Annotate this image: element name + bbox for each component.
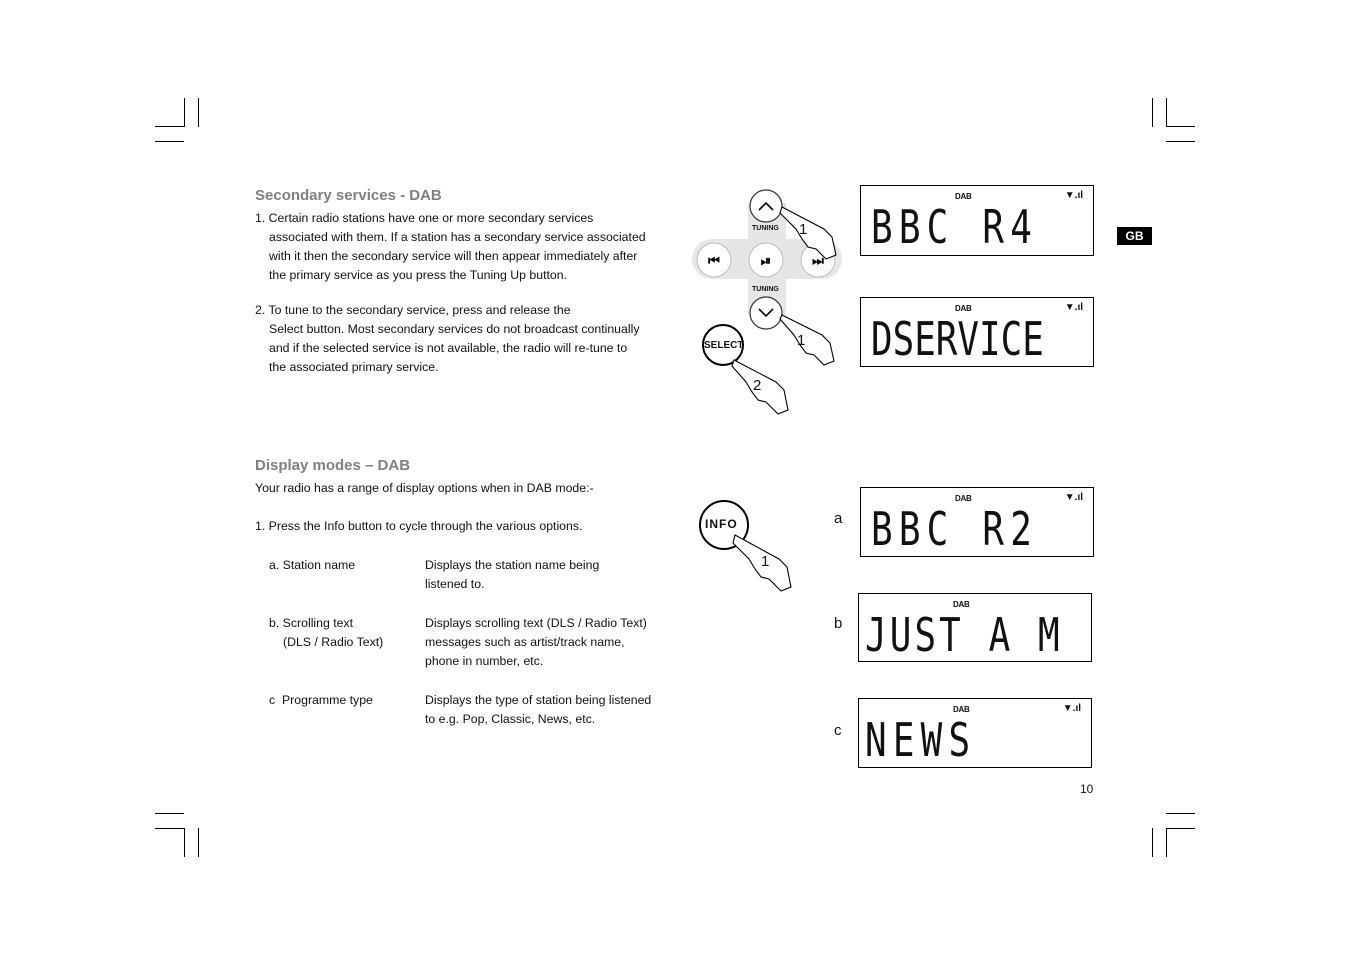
display-modes-intro: Your radio has a range of display option… bbox=[255, 481, 594, 495]
option-letter-b: b bbox=[834, 615, 843, 632]
select-label: SELECT bbox=[704, 340, 744, 351]
signal-strength-icon: ▼.ıl bbox=[1064, 492, 1083, 503]
page-number: 10 bbox=[1080, 782, 1094, 796]
select-button[interactable] bbox=[702, 324, 744, 366]
lcd-display-programme-type: DAB ▼.ıl NEWS bbox=[858, 698, 1092, 768]
language-tab: GB bbox=[1117, 227, 1152, 245]
prev-button[interactable] bbox=[696, 242, 732, 278]
hand-pointer-icon bbox=[732, 534, 792, 592]
lcd-display-scrolling-text: DAB JUST A M bbox=[858, 593, 1092, 662]
finger-label-info: 1 bbox=[761, 553, 770, 570]
step2-text: 2. To tune to the secondary service, pre… bbox=[255, 303, 640, 374]
chevron-up-icon bbox=[758, 201, 774, 211]
info-button-illustration bbox=[699, 500, 792, 592]
lcd-display-secondary: DAB ▼.ıl DSERVICE bbox=[860, 297, 1094, 367]
hand-pointer-icon bbox=[731, 206, 837, 415]
control-pad-illustration: ⏮ ⏯ ⏭ bbox=[692, 189, 842, 415]
section-title-display-modes: Display modes – DAB bbox=[255, 457, 411, 474]
finger-label-tune-down: 1 bbox=[797, 332, 806, 349]
display-modes-step1: 1. Press the Info button to cycle throug… bbox=[255, 519, 583, 533]
skip-back-icon: ⏮ bbox=[708, 254, 720, 269]
tuning-down-label: TUNING bbox=[752, 286, 779, 293]
finger-label-tune-up: 1 bbox=[799, 221, 808, 238]
chevron-down-icon bbox=[758, 308, 774, 318]
tuning-up-button[interactable] bbox=[749, 189, 783, 223]
option-letter-c: c bbox=[834, 722, 842, 739]
signal-strength-icon: ▼.ıl bbox=[1064, 302, 1083, 313]
play-pause-icon: ⏯ bbox=[761, 254, 771, 269]
tuning-down-button[interactable] bbox=[749, 296, 783, 330]
signal-strength-icon: ▼.ıl bbox=[1064, 190, 1083, 201]
finger-label-select: 2 bbox=[753, 377, 762, 394]
step1-text: 1. Certain radio stations have one or mo… bbox=[255, 211, 646, 282]
option-letter-a: a bbox=[834, 510, 843, 527]
play-pause-button[interactable] bbox=[748, 242, 784, 278]
signal-strength-icon: ▼.ıl bbox=[1062, 703, 1081, 714]
skip-forward-icon: ⏭ bbox=[812, 254, 824, 269]
lcd-display-station-name: DAB ▼.ıl BBC R2 bbox=[860, 487, 1094, 557]
tuning-up-label: TUNING bbox=[752, 225, 779, 232]
lcd-display-primary: DAB ▼.ıl BBC R4 bbox=[860, 185, 1094, 256]
info-label: INFO bbox=[705, 517, 738, 531]
section-title-secondary-services: Secondary services - DAB bbox=[255, 187, 442, 204]
